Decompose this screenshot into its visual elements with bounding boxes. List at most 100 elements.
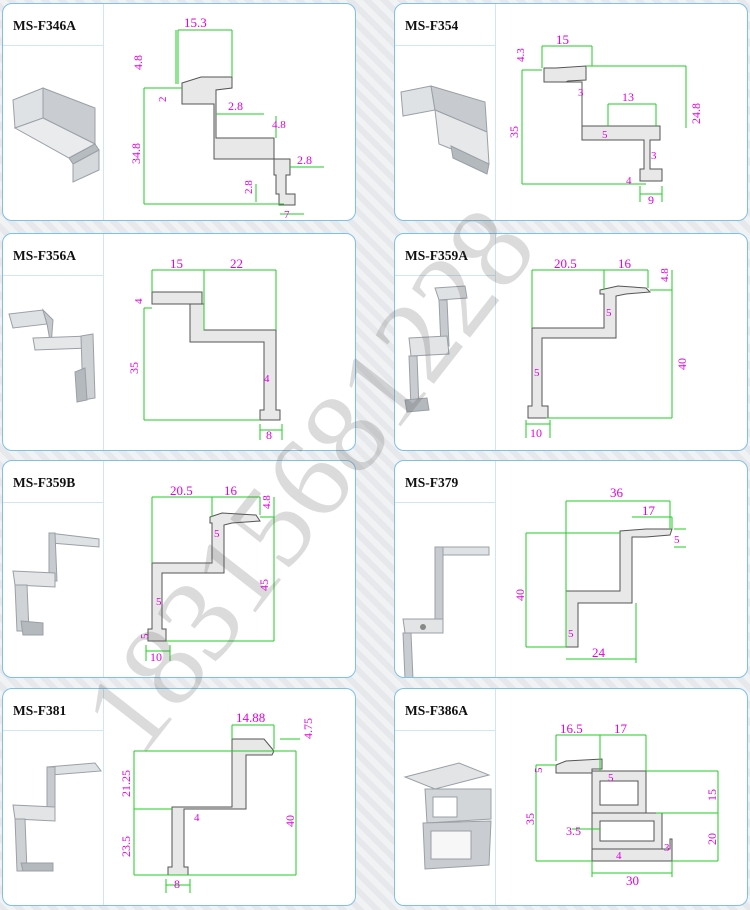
- dimension-label: 17: [614, 721, 628, 736]
- dimension-label: 3.5: [566, 824, 581, 838]
- dimension-label: 5: [214, 528, 220, 540]
- dimension-label: 22: [230, 256, 243, 271]
- dimension-label: 35: [507, 126, 521, 138]
- profile-drawing: 36 17 5 40 5 24: [513, 485, 686, 663]
- product-card-ms-f359b: MS-F359B 20.5 16 4.8 5 45 5 5 10: [2, 460, 356, 678]
- dimension-label: 4.75: [301, 718, 315, 739]
- dimension-label: 4.8: [261, 495, 273, 509]
- dimension-label: 14.88: [236, 710, 265, 725]
- dimension-label: 5: [674, 534, 680, 546]
- dimension-label: 4.8: [272, 119, 286, 131]
- dimension-label: 4: [194, 812, 200, 824]
- dimension-label: 16: [224, 483, 238, 498]
- product-card-ms-f386a: MS-F386A 16.5 17 5 5 15 35 3.5 20: [394, 688, 748, 906]
- dimension-label: 8: [174, 877, 180, 891]
- dimension-label: 4: [616, 850, 622, 862]
- dimension-label: 40: [513, 589, 527, 601]
- model-label: MS-F379: [395, 461, 496, 503]
- clamp-photo-icon: [403, 762, 492, 870]
- clamp-photo-icon: [400, 85, 490, 175]
- product-photo: [395, 276, 496, 450]
- dimension-label: 8: [266, 428, 272, 442]
- dimension-label: 3: [651, 150, 657, 162]
- profile-drawing: 20.5 16 4.8 5 40 5 10: [525, 256, 689, 440]
- dimension-label: 16: [618, 256, 632, 271]
- dimension-label: 20.5: [170, 483, 193, 498]
- clamp-photo-icon: [12, 87, 100, 183]
- model-label: MS-F346A: [3, 4, 104, 46]
- dimension-label: 10: [150, 650, 162, 664]
- dimension-label: 34.8: [129, 143, 143, 164]
- product-photo: [3, 46, 104, 220]
- dimension-label: 5: [156, 596, 162, 608]
- dimension-label: 3: [664, 842, 670, 854]
- dimension-label: 5: [606, 307, 612, 319]
- model-label: MS-F359B: [3, 461, 104, 503]
- dimension-label: 15: [705, 789, 719, 801]
- clamp-photo-icon: [402, 546, 490, 677]
- dimension-label: 17: [642, 503, 656, 518]
- dimension-label: 24: [592, 645, 606, 660]
- dimension-label: 5: [139, 633, 151, 639]
- product-card-ms-f381: MS-F381 14.88 4.75 21.25 40 4 23.5 8: [2, 688, 356, 906]
- clamp-photo-icon: [404, 285, 468, 413]
- dimension-label: 4: [264, 373, 270, 385]
- dimension-label: 5: [602, 129, 608, 141]
- product-card-ms-f379: MS-F379 36 17 5 40 5 24: [394, 460, 748, 678]
- dimension-label: 40: [675, 358, 689, 370]
- model-label: MS-F359A: [395, 234, 496, 276]
- clamp-photo-icon: [8, 308, 96, 403]
- dimension-label: 5: [608, 772, 614, 784]
- model-label: MS-F356A: [3, 234, 104, 276]
- dimension-label: 4.8: [659, 268, 671, 282]
- dimension-label: 36: [610, 485, 624, 500]
- model-label: MS-F354: [395, 4, 496, 46]
- dimension-label: 5: [568, 628, 574, 640]
- profile-drawing: 14.88 4.75 21.25 40 4 23.5 8: [119, 710, 315, 893]
- dimension-label: 40: [283, 815, 297, 827]
- dimension-label: 4.8: [131, 55, 145, 70]
- clamp-photo-icon: [12, 532, 100, 636]
- dimension-label: 23.5: [119, 836, 133, 857]
- dimension-label: 24.8: [689, 103, 703, 124]
- dimension-label: 15: [170, 256, 183, 271]
- dimension-label: 4: [133, 298, 145, 304]
- dimension-label: 45: [257, 579, 271, 591]
- product-photo: [395, 46, 496, 220]
- dimension-label: 2.8: [297, 153, 312, 167]
- product-card-ms-f354: MS-F354 15 4.3 3 13 24.8 35 5 3 4 9: [394, 3, 748, 221]
- product-photo: [3, 731, 104, 905]
- product-photo: [3, 276, 104, 450]
- dimension-label: 21.25: [119, 770, 133, 797]
- product-card-ms-f356a: MS-F356A 15 22 4 35 4 8: [2, 233, 356, 451]
- profile-drawing: 15 22 4 35 4 8: [127, 256, 283, 442]
- product-photo: [3, 503, 104, 677]
- dimension-label: 2.8: [228, 99, 243, 113]
- dimension-label: 9: [648, 193, 654, 207]
- product-photo: [395, 731, 496, 905]
- dimension-label: 7: [284, 209, 290, 221]
- dimension-label: 2: [157, 97, 169, 103]
- dimension-label: 10: [530, 426, 542, 440]
- dimension-label: 35: [127, 362, 141, 374]
- dimension-label: 4: [626, 175, 632, 187]
- model-label: MS-F386A: [395, 689, 496, 731]
- dimension-label: 15: [556, 32, 569, 47]
- product-card-ms-f359a: MS-F359A 20.5 16 4.8 5 40 5 10: [394, 233, 748, 451]
- profile-drawing: 20.5 16 4.8 5 45 5 5 10: [139, 483, 275, 664]
- dimension-label: 30: [626, 873, 639, 888]
- dimension-label: 3: [578, 87, 584, 99]
- dimension-label: 20: [705, 833, 719, 845]
- dimension-label: 4.3: [515, 48, 527, 62]
- dimension-label: 35: [523, 813, 537, 825]
- dimension-label: 16.5: [560, 721, 583, 736]
- profile-drawing: 15.3 4.8 2 2.8 4.8 34.8 2.8 2.8 7: [129, 15, 324, 221]
- dimension-label: 13: [622, 90, 634, 104]
- dimension-label: 20.5: [554, 256, 577, 271]
- product-photo: [395, 503, 496, 677]
- dimension-label: 5: [533, 767, 545, 773]
- model-label: MS-F381: [3, 689, 104, 731]
- dimension-label: 15.3: [184, 15, 207, 30]
- clamp-photo-icon: [12, 762, 102, 872]
- dimension-label: 5: [534, 367, 540, 379]
